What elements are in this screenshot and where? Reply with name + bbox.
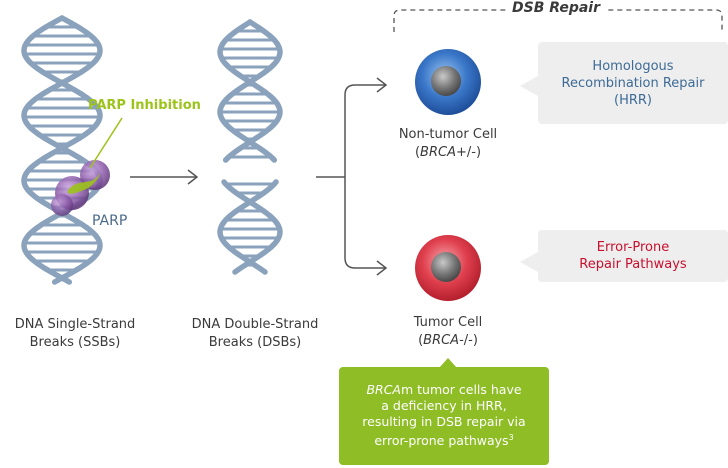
- non-tumor-cell-genotype: (BRCA+/-): [414, 145, 482, 160]
- dna-single-strand-helix: [21, 15, 103, 285]
- branch-arrow: [316, 77, 388, 276]
- note-line2: a deficiency in HRR,: [381, 398, 507, 414]
- tumor-cell-name: Tumor Cell: [413, 315, 483, 330]
- dsb-caption-line1: DNA Double-Strand: [191, 317, 319, 332]
- error-prone-line1: Error-Prone: [596, 240, 670, 255]
- note-pointer: [439, 358, 457, 368]
- brca-note-box: BRCAm tumor cells have a deficiency in H…: [339, 367, 549, 465]
- ssb-caption: DNA Single-Strand Breaks (SSBs): [0, 316, 150, 352]
- dsb-caption: DNA Double-Strand Breaks (DSBs): [180, 316, 330, 352]
- hrr-line1: Homologous: [592, 58, 674, 74]
- note-line1: BRCAm tumor cells have: [366, 382, 522, 398]
- dsb-caption-line2: Breaks (DSBs): [208, 335, 302, 350]
- note-line4: error-prone pathways3: [374, 433, 514, 449]
- parp-label: PARP: [92, 213, 128, 229]
- ssb-caption-line1: DNA Single-Strand: [14, 317, 136, 332]
- parp-inhibition-label: PARP Inhibition: [88, 98, 201, 113]
- error-prone-box: Error-Prone Repair Pathways: [538, 230, 728, 282]
- tumor-cell-genotype: (BRCA-/-): [418, 333, 478, 348]
- non-tumor-cell-name: Non-tumor Cell: [398, 127, 498, 142]
- note-line3: resulting in DSB repair via: [362, 414, 526, 430]
- error-prone-box-pointer: [520, 252, 538, 272]
- dsb-repair-title: DSB Repair: [506, 0, 606, 16]
- parp-inhibitor-molecule: [67, 117, 123, 194]
- tumor-cell-caption: Tumor Cell (BRCA-/-): [378, 314, 518, 350]
- arrow-ssb-to-dsb: [130, 169, 199, 185]
- non-tumor-cell-graphic: [415, 49, 481, 115]
- ssb-caption-line2: Breaks (SSBs): [29, 335, 121, 350]
- error-prone-line2: Repair Pathways: [579, 257, 687, 272]
- hrr-line3: (HRR): [614, 92, 652, 108]
- hrr-box-pointer: [520, 76, 538, 96]
- dna-double-strand-helix: [217, 19, 283, 275]
- non-tumor-cell-caption: Non-tumor Cell (BRCA+/-): [378, 126, 518, 162]
- hrr-line2: Recombination Repair: [561, 75, 705, 91]
- tumor-cell-graphic: [415, 235, 481, 301]
- hrr-box: Homologous Recombination Repair (HRR): [538, 42, 728, 124]
